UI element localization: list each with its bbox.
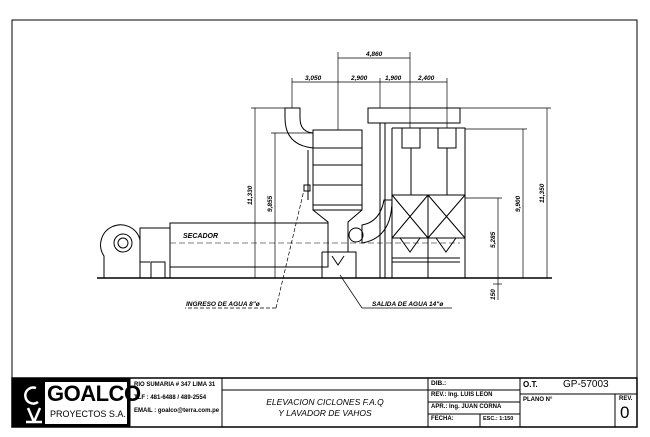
dim-2400: 2,400 <box>417 75 435 82</box>
rev-label: REV. <box>619 396 633 402</box>
phone: TLF : 481-6488 / 489-2554 <box>134 395 207 401</box>
dim-5285: 5,285 <box>490 231 497 248</box>
company-logo-text: GOALCO <box>47 381 141 406</box>
dib-label: DIB.: <box>431 380 447 387</box>
dimension-lines <box>185 52 551 309</box>
dim-9855: 9,855 <box>267 195 274 212</box>
apr-by: APR.: Ing. JUAN CORNA <box>431 404 502 410</box>
title-line-1: ELEVACION CICLONES F.A.Q <box>266 397 384 407</box>
plano-label: PLANO N° <box>523 397 553 403</box>
escala: ESC.: 1:150 <box>483 416 514 422</box>
dim-11330: 11,330 <box>247 185 254 205</box>
dim-3050: 3,050 <box>305 75 322 82</box>
scrubber-column <box>284 107 393 278</box>
secador-label: SECADOR <box>183 233 218 240</box>
dim-11350: 11,350 <box>539 183 546 203</box>
ot-label: O.T. <box>523 380 538 389</box>
dim-2900: 2,900 <box>350 75 368 82</box>
dim-top: 4,860 <box>365 51 383 58</box>
ingreso-label: INGRESO DE AGUA 8"ø <box>186 301 260 308</box>
logo-icon <box>24 386 42 424</box>
company-sub: PROYECTOS S.A. <box>50 409 126 419</box>
dryer-drum <box>169 222 460 278</box>
dim-1900: 1,900 <box>385 75 402 82</box>
dim-150: 150 <box>490 289 497 300</box>
fecha-label: FECHA: <box>431 416 454 422</box>
title-line-2: Y LAVADOR DE VAHOS <box>278 408 372 418</box>
fan <box>100 224 171 279</box>
address: RIO SUMARIA # 347 LIMA 31 <box>134 382 216 388</box>
cyclone-collector <box>367 107 466 278</box>
ot-value: GP-57003 <box>563 379 609 390</box>
rev-by: REV.: Ing. LUIS LEON <box>431 392 493 398</box>
dim-9900: 9,900 <box>515 195 522 212</box>
email: EMAIL : goalco@terra.com.pe <box>134 408 220 414</box>
salida-label: SALIDA DE AGUA 14"ø <box>372 301 443 308</box>
rev-value: 0 <box>620 403 630 422</box>
